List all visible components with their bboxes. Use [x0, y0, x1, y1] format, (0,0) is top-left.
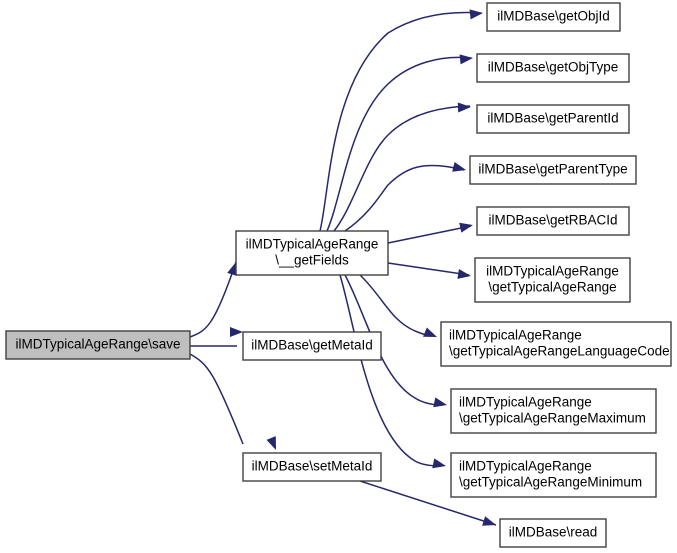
node-label-getTypicalAgeRangeMaximum: ilMDTypicalAgeRange: [459, 395, 592, 410]
node-box-getParentId[interactable]: [476, 104, 630, 134]
node-getFields[interactable]: ilMDTypicalAgeRange\__getFields: [235, 230, 389, 276]
arrowhead-icon: [230, 327, 243, 337]
call-edge-getFields-to-getObjType: [326, 56, 472, 232]
node-getMetaId[interactable]: ilMDBase\getMetaId: [242, 331, 382, 361]
node-label-getTypicalAgeRange: \getTypicalAgeRange: [488, 280, 616, 295]
node-getParentId[interactable]: ilMDBase\getParentId: [476, 104, 630, 134]
node-box-getObjType[interactable]: [476, 53, 630, 83]
node-box-getObjId[interactable]: [486, 2, 621, 32]
node-label-getParentType: ilMDBase\getParentType: [478, 162, 627, 177]
node-box-read[interactable]: [499, 518, 607, 548]
edges-layer: [189, 11, 497, 526]
call-edge-getFields-to-getRBACId: [387, 225, 472, 244]
arrowhead-icon: [459, 54, 473, 65]
node-box-getTypicalAgeRange[interactable]: [474, 257, 631, 303]
node-getObjType[interactable]: ilMDBase\getObjType: [476, 53, 630, 83]
node-getTypicalAgeRange[interactable]: ilMDTypicalAgeRange\getTypicalAgeRange: [474, 257, 631, 303]
node-getTypicalAgeRangeMaximum[interactable]: ilMDTypicalAgeRange\getTypicalAgeRangeMa…: [450, 388, 657, 434]
node-label-getObjId: ilMDBase\getObjId: [497, 9, 610, 24]
node-getTypicalAgeRangeMinimum[interactable]: ilMDTypicalAgeRange\getTypicalAgeRangeMi…: [450, 452, 657, 498]
arrowhead-icon: [266, 436, 276, 450]
arrowhead-icon: [469, 9, 483, 20]
node-box-getRBACId[interactable]: [476, 206, 630, 236]
node-box-getTypicalAgeRangeMaximum[interactable]: [450, 388, 657, 434]
node-label-getFields: \__getFields: [275, 253, 349, 268]
call-edge-setMetaId-to-read: [359, 480, 497, 526]
call-edge-save-to-setMetaId: [189, 353, 244, 445]
arrowhead-icon: [457, 102, 471, 113]
node-box-getMetaId[interactable]: [242, 331, 382, 361]
call-edge-getFields-to-getTypicalAgeRangeMaximum: [344, 274, 443, 406]
node-label-save: ilMDTypicalAgeRange\save: [15, 337, 180, 352]
node-getTypicalAgeRangeLanguageCode[interactable]: ilMDTypicalAgeRange\getTypicalAgeRangeLa…: [440, 321, 672, 367]
call-edge-getFields-to-getTypicalAgeRange: [387, 262, 470, 276]
node-label-getTypicalAgeRangeMaximum: \getTypicalAgeRangeMaximum: [459, 411, 646, 426]
call-edge-getFields-to-getObjId: [319, 11, 482, 232]
arrowhead-icon: [432, 458, 446, 469]
node-box-getFields[interactable]: [235, 230, 389, 276]
arrowhead-icon: [482, 516, 496, 526]
call-edge-getFields-to-getTypicalAgeRangeLanguageCode: [359, 274, 431, 337]
node-save[interactable]: ilMDTypicalAgeRange\save: [5, 330, 191, 360]
arrowheads-layer: [227, 9, 496, 526]
node-label-getTypicalAgeRangeLanguageCode: ilMDTypicalAgeRange: [449, 328, 582, 343]
node-label-setMetaId: ilMDBase\setMetaId: [252, 459, 373, 474]
call-edge-getFields-to-getParentId: [333, 105, 471, 232]
arrowhead-icon: [459, 222, 473, 233]
arrowhead-icon: [452, 162, 466, 172]
node-read[interactable]: ilMDBase\read: [499, 518, 607, 548]
node-getRBACId[interactable]: ilMDBase\getRBACId: [476, 206, 630, 236]
node-label-getObjType: ilMDBase\getObjType: [488, 60, 619, 75]
node-setMetaId[interactable]: ilMDBase\setMetaId: [242, 452, 382, 482]
node-getParentType[interactable]: ilMDBase\getParentType: [469, 155, 637, 185]
node-label-read: ilMDBase\read: [509, 525, 598, 540]
arrowhead-icon: [227, 262, 237, 276]
node-box-getParentType[interactable]: [469, 155, 637, 185]
node-label-getTypicalAgeRange: ilMDTypicalAgeRange: [486, 264, 619, 279]
arrowhead-icon: [423, 327, 437, 337]
node-label-getTypicalAgeRangeLanguageCode: \getTypicalAgeRangeLanguageCode: [449, 344, 670, 359]
arrowhead-icon: [433, 397, 447, 408]
node-label-getParentId: ilMDBase\getParentId: [487, 111, 618, 126]
call-edge-save-to-getFields: [189, 261, 237, 338]
node-getObjId[interactable]: ilMDBase\getObjId: [486, 2, 621, 32]
arrowhead-icon: [457, 269, 471, 279]
node-label-getTypicalAgeRangeMinimum: ilMDTypicalAgeRange: [459, 459, 592, 474]
call-edge-getFields-to-getParentType: [344, 164, 465, 232]
node-box-getTypicalAgeRangeLanguageCode[interactable]: [440, 321, 672, 367]
nodes-layer: ilMDTypicalAgeRange\save ilMDTypicalAgeRa…: [5, 2, 672, 548]
node-label-getMetaId: ilMDBase\getMetaId: [251, 338, 373, 353]
node-box-getTypicalAgeRangeMinimum[interactable]: [450, 452, 657, 498]
node-box-save[interactable]: [5, 330, 191, 360]
node-box-setMetaId[interactable]: [242, 452, 382, 482]
node-label-getFields: ilMDTypicalAgeRange: [246, 237, 379, 252]
node-label-getTypicalAgeRangeMinimum: \getTypicalAgeRangeMinimum: [459, 475, 642, 490]
node-label-getRBACId: ilMDBase\getRBACId: [488, 213, 617, 228]
call-edge-getFields-to-getTypicalAgeRangeMinimum: [339, 274, 442, 467]
